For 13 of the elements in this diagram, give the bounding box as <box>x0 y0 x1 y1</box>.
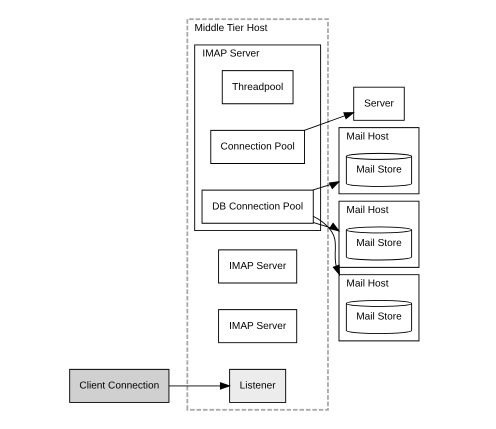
arrow <box>312 180 340 191</box>
node-box: Client Connection <box>69 368 170 403</box>
node-box: IMAP Server <box>218 249 298 284</box>
node-box: DB Connection Pool <box>202 190 314 224</box>
arrow <box>304 112 355 131</box>
node-box: IMAP Server <box>218 309 298 344</box>
arrow <box>313 222 340 232</box>
node-box: Threadpool <box>222 70 294 104</box>
arrow <box>168 382 231 390</box>
node-box: Server <box>353 86 405 121</box>
arrow <box>312 216 340 276</box>
node-box: Connection Pool <box>210 130 305 164</box>
node-box: Listener <box>229 368 286 403</box>
